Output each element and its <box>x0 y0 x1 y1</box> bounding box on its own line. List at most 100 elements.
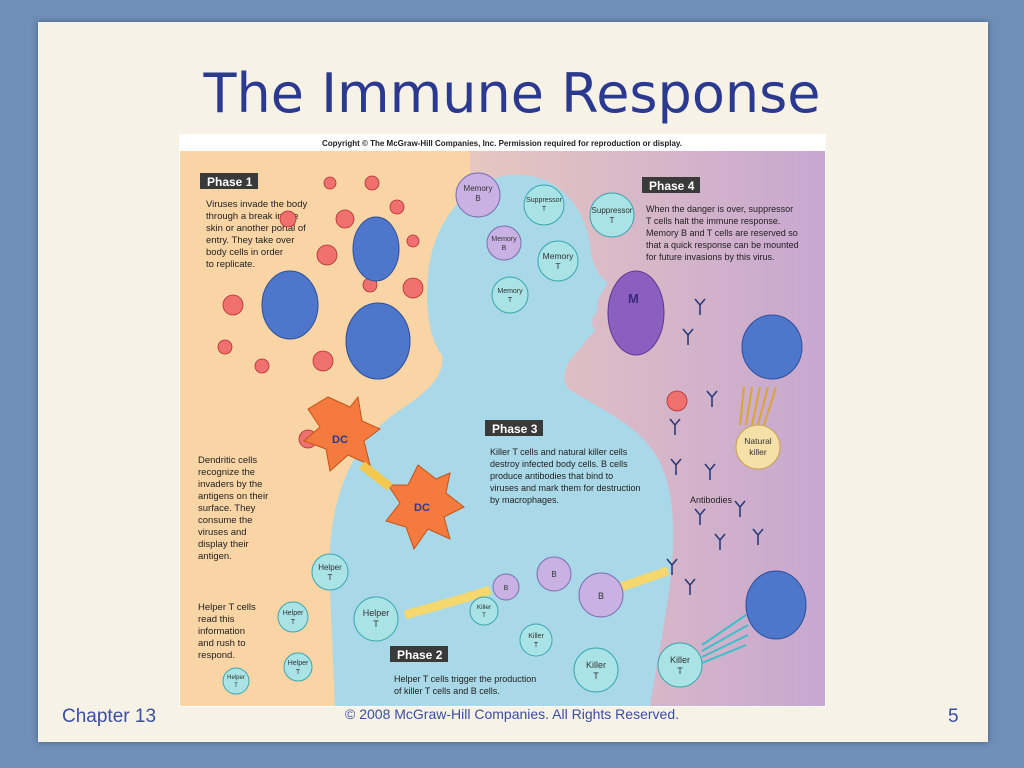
memory-t-cell: Memory T <box>537 240 579 282</box>
b-cell: B <box>578 572 624 618</box>
phase1-line: body cells in order <box>206 247 283 258</box>
dendritic-note: Dendritic cells recognize the invaders b… <box>198 455 271 562</box>
cell-label: T <box>610 216 615 225</box>
antibody-icon <box>669 418 681 435</box>
antibody-group <box>666 298 764 595</box>
virus-icon <box>402 277 424 299</box>
killer-t-cell: Killer T <box>657 642 703 688</box>
dendritic-line: invaders by the <box>198 479 262 490</box>
phase1-line: through a break in the <box>206 211 298 222</box>
cell-label: T <box>534 642 539 649</box>
virus-icon <box>279 210 297 228</box>
phase2-arrow <box>403 585 492 620</box>
b-cell: B <box>536 556 572 592</box>
memory-b-small-cell: Memory B <box>486 225 522 261</box>
antibody-icon <box>706 390 718 407</box>
cell-label: B <box>475 194 480 203</box>
killer-t-cell: Killer T <box>519 623 553 657</box>
virus-icon <box>666 390 688 412</box>
antibody-icon <box>682 328 694 345</box>
cell-label: killer <box>749 447 767 457</box>
phase1-line: skin or another portal of <box>206 223 306 234</box>
suppressor-t-cell: Suppressor T <box>589 192 635 238</box>
cell-label: Killer <box>477 604 492 611</box>
dendritic-cell <box>385 464 465 551</box>
virus-icon <box>312 350 334 372</box>
phase2-text: Helper T cells trigger the production of… <box>394 674 539 696</box>
phase2-line: of killer T cells and B cells. <box>394 686 500 696</box>
antibodies-label: Antibodies <box>690 495 733 505</box>
diagram-copyright: Copyright © The McGraw-Hill Companies, I… <box>322 139 682 148</box>
dc-label-2: DC <box>414 502 430 514</box>
footer-page-number: 5 <box>948 706 959 727</box>
dendritic-line: recognize the <box>198 467 255 478</box>
infected-cell <box>261 270 319 340</box>
phase4-line: Memory B and T cells are reserved so <box>646 228 798 238</box>
virus-icon <box>254 358 270 374</box>
cell-label: Helper <box>363 608 390 618</box>
cell-label: Killer <box>528 633 544 640</box>
antibody-icon <box>704 463 716 480</box>
slide-title: The Immune Response <box>203 62 821 125</box>
phase3-line: produce antibodies that bind to <box>490 471 613 481</box>
nk-rays <box>739 386 777 426</box>
infected-cell <box>352 216 400 282</box>
dendritic-line: antigens on their <box>198 491 268 502</box>
phase3-line: viruses and mark them for destruction <box>490 483 641 493</box>
phase2-label-box: Phase 2 <box>390 646 448 662</box>
macrophage-label: M <box>628 291 639 306</box>
cell-label: Helper <box>283 610 304 617</box>
antibody-icon <box>670 458 682 475</box>
dendritic-line: viruses and <box>198 527 247 538</box>
cell-label: B <box>551 570 556 579</box>
cell-label: B <box>502 245 507 252</box>
dc-label-1: DC <box>332 434 348 446</box>
virus-icon <box>323 176 337 190</box>
memory-b-cell: Memory B <box>455 172 501 218</box>
phase4-label: Phase 4 <box>649 179 695 193</box>
cell-label: Memory <box>543 251 574 261</box>
phase4-line: for future invasions by this virus. <box>646 252 775 262</box>
antibody-icon <box>734 500 746 517</box>
b-cell-arrow <box>618 566 670 592</box>
virus-icon <box>406 234 420 248</box>
phase4-line: T cells halt the immune response. <box>646 216 780 226</box>
infected-cell <box>741 314 803 380</box>
phase4-text: When the danger is over, suppressor T ce… <box>646 204 801 262</box>
cell-label: T <box>542 206 547 213</box>
phase2-label: Phase 2 <box>397 648 443 662</box>
cell-label: B <box>504 585 509 592</box>
dendritic-line: antigen. <box>198 551 232 562</box>
phase4-line: When the danger is over, suppressor <box>646 204 793 214</box>
footer-chapter: Chapter 13 <box>62 706 157 727</box>
copyright-strip <box>180 135 825 151</box>
phase1-label-box: Phase 1 <box>200 173 258 189</box>
cell-label: T <box>296 669 301 676</box>
cell-label: Suppressor <box>592 206 633 215</box>
dendritic-line: consume the <box>198 515 252 526</box>
dendritic-cell <box>303 395 381 472</box>
phase1-line: to replicate. <box>206 259 255 270</box>
antibody-icon <box>694 508 706 525</box>
cell-label: Memory <box>497 288 523 295</box>
killer-t-cell: Killer T <box>469 596 499 626</box>
b-cell: B <box>492 573 520 601</box>
cell-label: Natural <box>744 436 772 446</box>
body-silhouette <box>329 174 674 706</box>
antibody-icon <box>666 558 678 575</box>
virus-icon <box>222 294 244 316</box>
phase1-line: entry. They take over <box>206 235 294 246</box>
dc-arrow <box>359 461 393 491</box>
phase3-label-box: Phase 3 <box>485 420 543 436</box>
helper-t-cell: Helper T <box>311 553 349 591</box>
phase1-text: Viruses invade the body through a break … <box>206 199 310 270</box>
phase1-label: Phase 1 <box>207 175 253 189</box>
phase3-text: Killer T cells and natural killer cells … <box>490 447 643 505</box>
virus-icon <box>389 199 405 215</box>
antibody-icon <box>684 578 696 595</box>
cell-label: T <box>593 671 599 681</box>
cell-label: T <box>508 297 513 304</box>
phase4-label-box: Phase 4 <box>642 177 700 193</box>
killer-rays <box>701 614 749 664</box>
helper-line: Helper T cells <box>198 602 256 613</box>
